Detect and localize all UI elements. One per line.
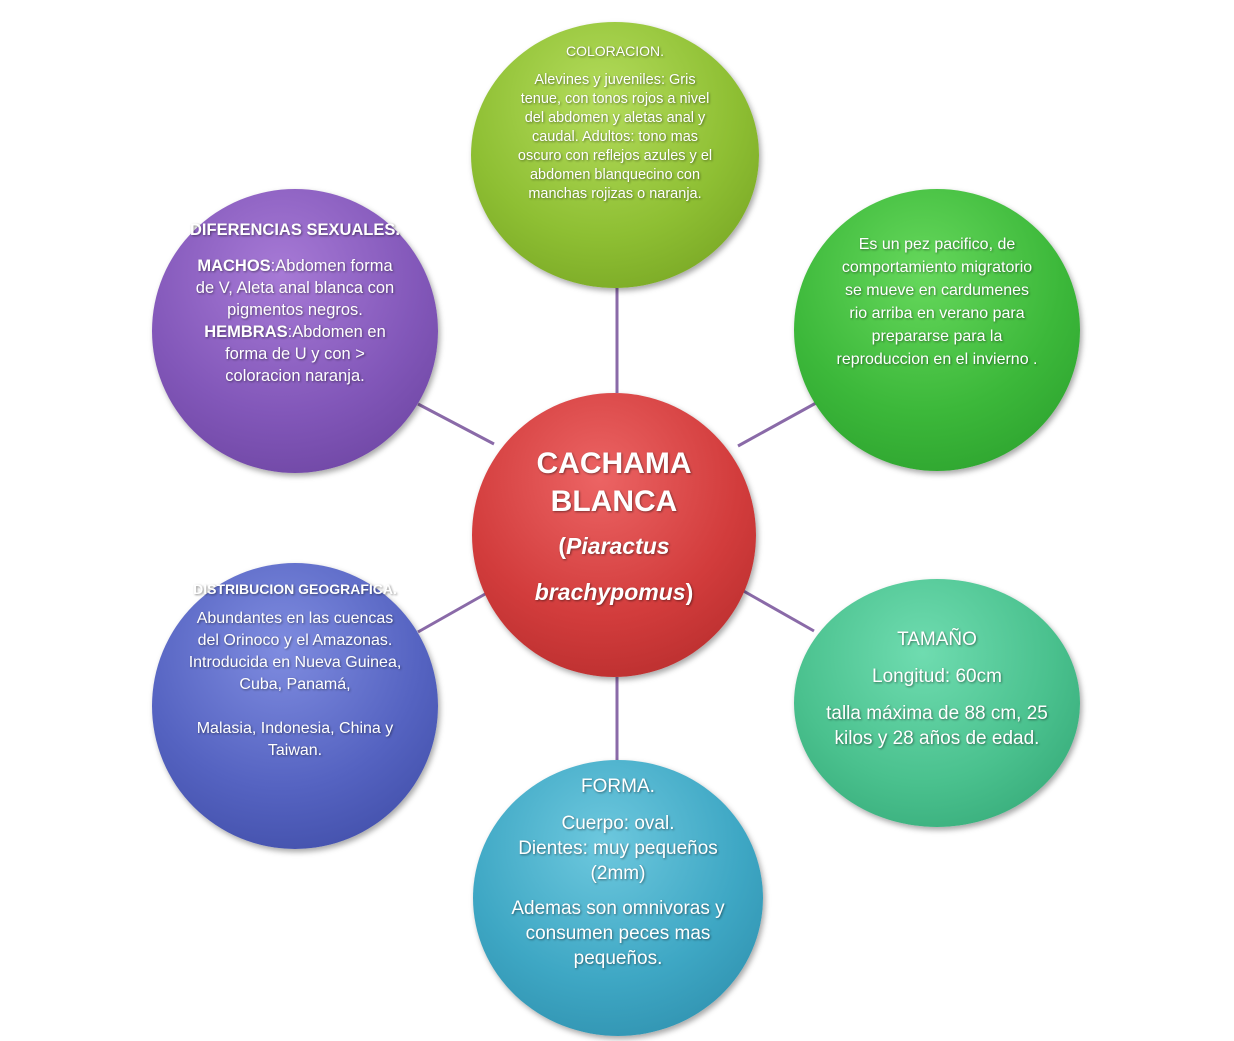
forma-teeth: Dientes: muy pequeños (2mm) [518,838,718,884]
center-title-line2: BLANCA [550,485,678,518]
coloracion-circle: COLORACION. Alevines y juveniles: Gris t… [471,22,759,288]
tamano-max: talla máxima de 88 cm, 25 kilos y 28 año… [826,703,1048,749]
coloracion-text: Alevines y juveniles: Gris tenue, con to… [517,72,713,202]
forma-heading: FORMA. [581,776,655,797]
connector-lower-left [417,587,495,634]
hembras-label: HEMBRAS [204,323,288,341]
sci-species: brachypomus [534,579,686,605]
center-title-line1: CACHAMA [536,447,692,480]
comportamiento-text: Es un pez pacifico, de comportamiento mi… [836,236,1038,368]
distribucion-heading: DISTRIBUCION GEOGRAFICA. [193,581,397,597]
machos-label: MACHOS [197,257,271,275]
sci-genus: Piaractus [566,533,670,559]
diferencias-hembras: HEMBRAS:Abdomen en forma de U y con > co… [188,321,402,387]
scientific-name: (Piaractus brachypomus) [535,523,694,615]
sci-open: ( [558,533,567,559]
forma-diet: Ademas son omnivoras y consumen peces ma… [511,898,725,969]
tamano-heading: TAMAÑO [897,629,977,650]
connector-upper-right [737,401,817,448]
distribucion-circle: DISTRIBUCION GEOGRAFICA. Abundantes en l… [152,563,438,849]
connector-lower-right [739,587,815,633]
diferencias-heading: DIFERENCIAS SEXUALES. [190,221,400,239]
hembras-text: :Abdomen en forma de U y con > coloracio… [225,323,386,385]
diferencias-circle: DIFERENCIAS SEXUALES. MACHOS:Abdomen for… [152,189,438,473]
tamano-circle: TAMAÑO Longitud: 60cm talla máxima de 88… [794,579,1080,827]
comportamiento-circle: Es un pez pacifico, de comportamiento mi… [794,189,1080,471]
machos-text: :Abdomen forma de V, Aleta anal blanca c… [195,257,395,319]
forma-body: Cuerpo: oval. [561,813,675,834]
connector-upper-left [417,402,495,446]
coloracion-heading: COLORACION. [565,43,664,59]
diferencias-machos: MACHOS:Abdomen forma de V, Aleta anal bl… [188,255,402,321]
tamano-length: Longitud: 60cm [872,666,1002,687]
distribucion-text: Abundantes en las cuencas del Orinoco y … [188,610,402,693]
distribucion-text-2: Malasia, Indonesia, China y Taiwan. [196,720,394,759]
center-circle: CACHAMA BLANCA (Piaractus brachypomus) [472,393,756,677]
sci-close: ) [685,579,694,605]
forma-circle: FORMA. Cuerpo: oval. Dientes: muy pequeñ… [473,760,763,1036]
